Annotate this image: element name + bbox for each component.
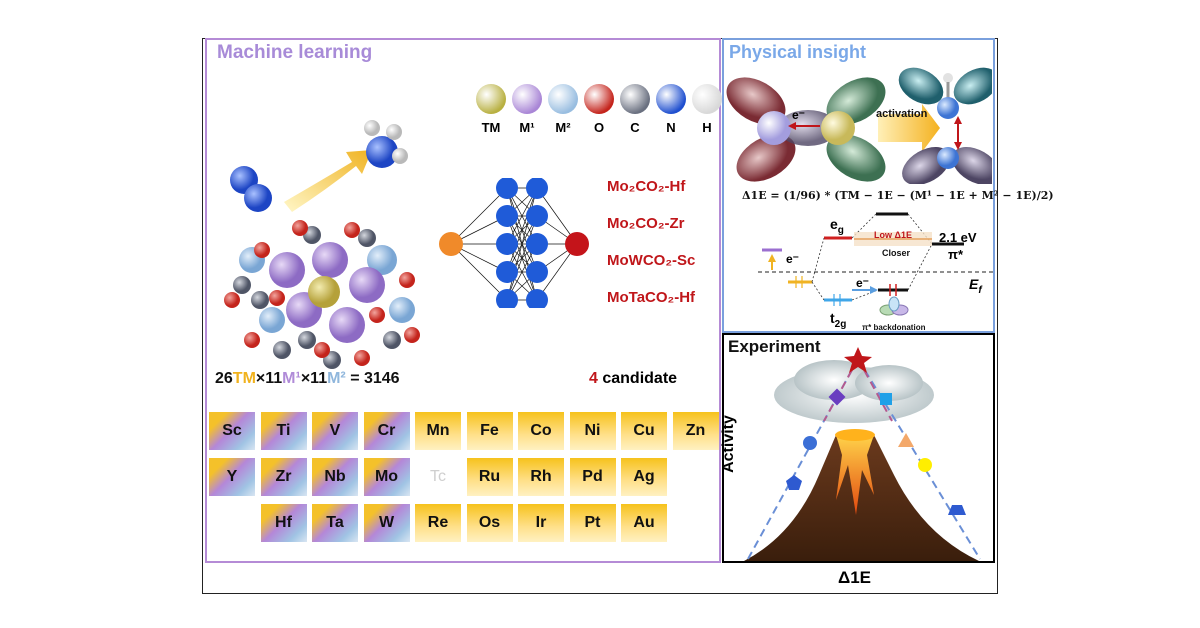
atom-ball-icon [584, 84, 614, 114]
legend-item: H [685, 84, 729, 135]
candidate-item: Mo₂CO₂-Hf [607, 178, 686, 195]
legend-item: N [649, 84, 693, 135]
atom-ball-icon [476, 84, 506, 114]
element-cell: Y [209, 458, 255, 496]
candidate-item: Mo₂CO₂-Zr [607, 215, 685, 232]
x-axis-label: Δ1E [838, 568, 872, 587]
volcano-plot [744, 347, 981, 561]
nn-hidden-node [526, 178, 548, 199]
element-cell: Fe [466, 412, 513, 450]
element-cell: W [363, 504, 410, 542]
element-cell: Zr [260, 458, 307, 496]
combination-formula: 26TM×11M¹×11M² = 3146 [215, 370, 400, 387]
physical-insight-panel: Physical insight [722, 38, 1054, 333]
element-cell: Re [415, 504, 461, 542]
nn-hidden-node [496, 289, 518, 308]
backdonation-electron-label: e⁻ [856, 276, 870, 290]
neural-network-diagram [439, 178, 589, 308]
element-cell: Ag [621, 458, 667, 496]
element-cell: Pt [569, 504, 616, 542]
atom-ball-icon [512, 84, 542, 114]
nn-hidden-node [526, 289, 548, 308]
legend-label: N [666, 120, 676, 135]
element-cell: Mo [363, 458, 410, 496]
closer-label: Closer [882, 248, 911, 258]
element-cell: Pd [569, 458, 616, 496]
legend-label: M¹ [519, 120, 535, 135]
y-axis-label: Activity [719, 415, 737, 473]
t2g-label: t2g [830, 310, 847, 330]
atom-ball-icon [692, 84, 722, 114]
experiment-title: Experiment [728, 337, 821, 356]
element-cell: Mn [415, 412, 461, 450]
legend-label: C [630, 120, 640, 135]
fermi-level-label: Ef [969, 276, 982, 296]
machine-learning-title: Machine learning [217, 42, 373, 63]
catalyst-structure-illustration [224, 120, 420, 369]
element-cell: Ta [312, 504, 358, 542]
activation-label: activation [876, 108, 928, 120]
element-cell: Ti [260, 412, 307, 450]
energy-gap-value: 2.1 eV [939, 230, 977, 245]
eg-label: eg [830, 216, 844, 236]
element-cell: Ir [518, 504, 564, 542]
atom-ball-icon [620, 84, 650, 114]
atom-ball-icon [656, 84, 686, 114]
legend-item: C [613, 84, 657, 135]
element-cell: Cu [621, 412, 667, 450]
nn-hidden-node [496, 205, 518, 227]
element-cell: Sc [209, 412, 255, 450]
element-cell: Zn [672, 412, 719, 450]
nn-hidden-node [526, 233, 548, 255]
legend-item: M¹ [505, 84, 549, 135]
candidate-item: MoWCO₂-Sc [607, 252, 696, 269]
nn-input-node [439, 232, 463, 256]
legend-label: TM [481, 120, 501, 135]
element-cell: Hf [260, 504, 307, 542]
nn-hidden-node [496, 178, 518, 199]
orbital-illustration [726, 67, 992, 184]
element-cell: V [312, 412, 358, 450]
atom-ball-icon [548, 84, 578, 114]
legend-item: M² [541, 84, 585, 135]
candidate-count: 4 candidate [589, 370, 678, 387]
legend-label: M² [555, 120, 571, 135]
pi-star-label: π* [948, 247, 964, 262]
energy-level-diagram [758, 212, 994, 316]
low-delta-label: Low Δ1E [874, 230, 912, 240]
element-cell: Au [621, 504, 667, 542]
delta-1e-equation: Δ1E = (1/96) * (TM − 1E − (M¹ − 1E + M² … [742, 189, 1054, 202]
nn-hidden-node [526, 261, 548, 283]
nn-hidden-node [496, 233, 518, 255]
nn-hidden-node [496, 261, 518, 283]
element-cell: Nb [312, 458, 358, 496]
element-cell: Ni [569, 412, 616, 450]
nn-output-node [565, 232, 589, 256]
element-cell: Os [466, 504, 513, 542]
element-cell: Tc [430, 468, 446, 485]
element-cell: Co [518, 412, 564, 450]
legend-label: H [702, 120, 712, 135]
element-cell: Rh [518, 458, 564, 496]
legend-item: O [577, 84, 621, 135]
experiment-panel: Experiment Activity [719, 333, 995, 563]
legend-label: O [593, 120, 605, 135]
candidate-item: MoTaCO₂-Hf [607, 289, 696, 306]
fermi-electron-label: e⁻ [786, 252, 800, 266]
backdonation-label: π* backdonation [862, 323, 926, 332]
element-cell: Cr [363, 412, 410, 450]
physical-insight-title: Physical insight [729, 42, 867, 62]
element-cell: Ru [466, 458, 513, 496]
electron-transfer-label: e⁻ [792, 108, 806, 122]
nn-hidden-node [526, 205, 548, 227]
machine-learning-panel: Machine learning TM M¹ M² O C N H [205, 38, 722, 563]
legend-item: TM [469, 84, 513, 135]
